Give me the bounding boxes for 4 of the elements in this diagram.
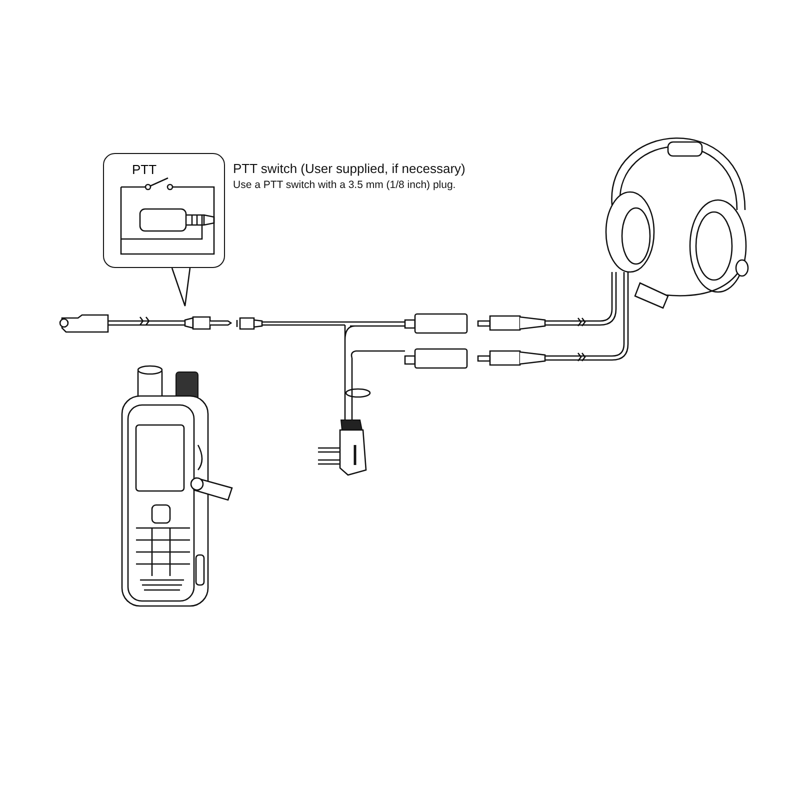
caption-heading: PTT switch (User supplied, if necessary) bbox=[233, 161, 466, 176]
callout-pointer bbox=[171, 268, 191, 307]
switch-label: PTT bbox=[132, 162, 157, 177]
caption-note: Use a PTT switch with a 3.5 mm (1/8 inch) plug. bbox=[233, 179, 456, 191]
